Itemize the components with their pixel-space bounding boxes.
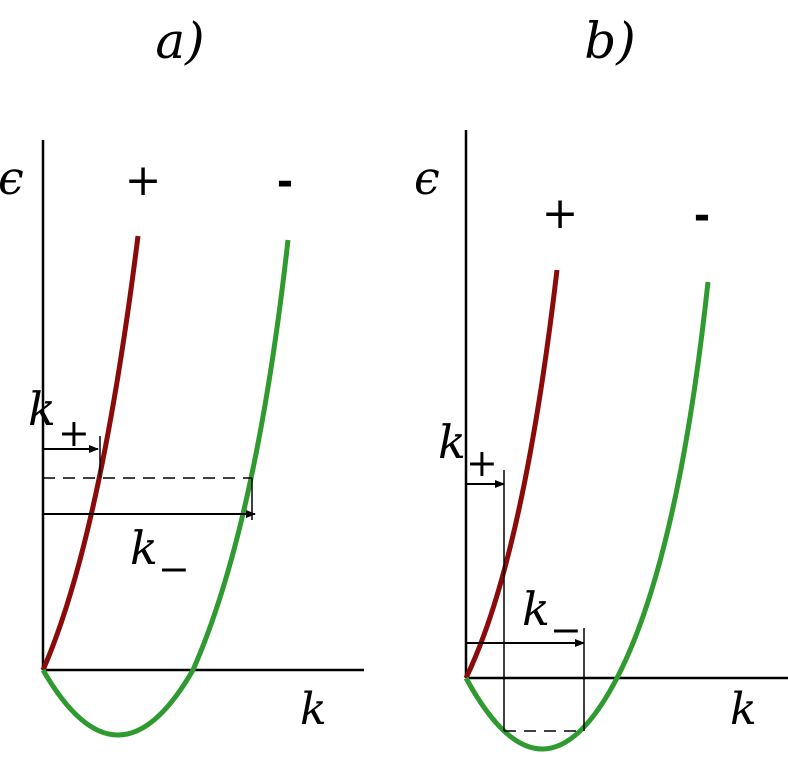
panel-b: b) ϵ k + - k + k −	[414, 12, 788, 752]
panel-a-minus-branch-label: -	[277, 154, 293, 207]
panel-b-k-plus-subscript: +	[466, 441, 498, 485]
panel-b-label: b)	[584, 12, 636, 70]
panel-b-minus-branch-curve	[463, 281, 711, 752]
panel-a-minus-branch-curve	[40, 239, 291, 738]
panel-b-k-plus-label: k	[438, 415, 466, 469]
panel-a-k-minus-label: k	[130, 521, 158, 575]
panel-a-plus-branch-label: +	[125, 155, 162, 206]
panel-b-k-minus-label: k	[522, 582, 550, 636]
panel-a-plus-branch-curve	[40, 235, 141, 672]
panel-b-x-axis-label: k	[730, 684, 757, 735]
panel-a: a) ϵ k + - k + k −	[0, 12, 364, 738]
panel-a-k-minus-subscript: −	[158, 547, 190, 591]
panel-b-y-axis-label: ϵ	[414, 151, 440, 205]
panel-a-label: a)	[155, 12, 204, 70]
panel-a-k-plus-label: k	[28, 382, 56, 436]
panel-a-k-plus-subscript: +	[58, 411, 90, 455]
panel-b-k-minus-subscript: −	[550, 608, 582, 652]
panel-b-minus-branch-label: -	[694, 188, 710, 241]
panel-b-plus-branch-label: +	[542, 188, 579, 239]
panel-a-x-axis-label: k	[300, 684, 327, 735]
panel-a-y-axis-label: ϵ	[0, 151, 24, 205]
